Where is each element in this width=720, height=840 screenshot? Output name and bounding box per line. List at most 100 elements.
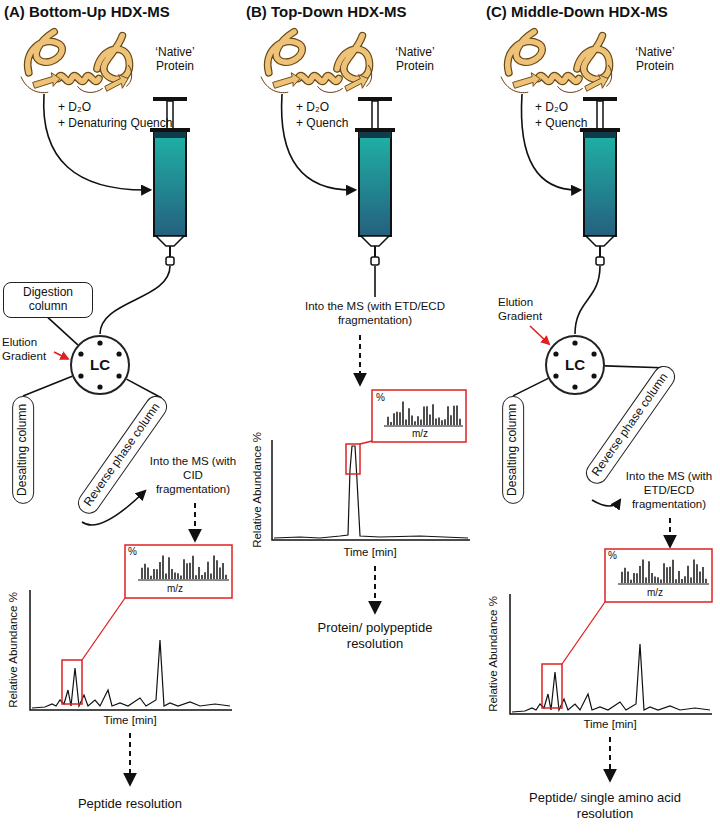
spectrum-bar	[390, 422, 392, 425]
spectrum-bar	[183, 559, 185, 579]
spectrum-bar	[423, 407, 425, 425]
spectrum-bar	[408, 408, 410, 425]
spectrum-bar	[399, 412, 401, 425]
valve-port	[78, 340, 596, 389]
resolution-label: Peptide/ single amino acid resolution	[515, 790, 695, 821]
tubing-line	[513, 378, 548, 396]
spectrum-bar	[207, 562, 209, 579]
spectrum-bar	[192, 556, 194, 579]
column-box: Desalting column	[502, 396, 524, 504]
lc-valve: LC	[545, 335, 605, 395]
spectrum-bar	[168, 557, 170, 579]
spectrum-bar	[174, 572, 176, 579]
spectrum-bar	[402, 401, 404, 425]
valve-port	[553, 373, 558, 378]
node-text: Desalting column	[16, 404, 30, 496]
chromatogram	[272, 390, 470, 540]
node-text: Reverse phase column	[589, 371, 671, 479]
valve-port	[553, 351, 558, 356]
spectrum-bar	[156, 569, 158, 579]
spectrum-bar	[441, 420, 443, 425]
spectrum-bar	[444, 419, 446, 425]
inset-axis: %	[376, 392, 385, 404]
axis-label: Relative Abundance %	[251, 432, 265, 548]
reagent-label: + Quench	[296, 116, 348, 130]
reagent-label: + D₂O	[296, 100, 329, 114]
spectrum-bar	[162, 555, 164, 579]
spectrum-bar	[216, 560, 218, 579]
spectrum-bar	[435, 419, 437, 425]
spectrum-bar	[417, 416, 419, 425]
column-box: Reverse phase column	[73, 392, 170, 518]
spectrum-bar	[414, 421, 416, 425]
spectrum-bar	[189, 563, 191, 579]
flow-arrow	[44, 94, 620, 525]
spectrum-bar	[222, 563, 224, 579]
valve-port	[572, 340, 577, 345]
spectrum-bar	[141, 568, 143, 579]
column-box: Desalting column	[12, 396, 34, 504]
spectrum-bar	[186, 563, 188, 579]
syringe	[150, 97, 620, 265]
column-box: Digestion column	[3, 282, 93, 318]
valve-port	[116, 351, 121, 356]
spectrum-bar	[387, 417, 389, 425]
node-text: LC	[90, 356, 110, 373]
spectrum-bar	[459, 419, 461, 425]
spectrum-bar	[144, 564, 146, 579]
node-text: LC	[565, 356, 585, 373]
axis-label: Time [min]	[95, 714, 165, 728]
lc-valve: LC	[70, 335, 130, 395]
resolution-label: Protein/ polypeptide resolution	[315, 620, 435, 651]
spectrum-bar	[180, 576, 182, 579]
spectrum-bar	[426, 406, 428, 425]
protein-label: ‘Native’ Protein	[140, 45, 210, 74]
tubing-line	[48, 318, 78, 345]
valve-port	[591, 373, 596, 378]
valve-port	[97, 340, 102, 345]
spectrum-bar	[177, 573, 179, 579]
inset-axis: m/z	[405, 428, 435, 440]
valve-port	[97, 384, 102, 389]
spectrum-bar	[159, 562, 161, 579]
inset-axis: %	[128, 546, 137, 558]
protein-ribbon	[21, 32, 612, 93]
spectrum-bar	[393, 413, 395, 425]
column-box: Reverse phase column	[581, 362, 678, 488]
spectrum-bar	[165, 573, 167, 579]
spectrum-bar	[432, 404, 434, 425]
spectrum-bar	[198, 567, 200, 579]
spectrum-bar	[405, 420, 407, 425]
spectrum-bar	[411, 416, 413, 425]
spectrum-bar	[453, 406, 455, 425]
resolution-label: Peptide resolution	[60, 796, 200, 812]
panel-title: (C) Middle-Down HDX-MS	[486, 3, 668, 21]
spectrum-bar	[450, 415, 452, 425]
spectrum-bar	[210, 574, 212, 579]
node-text: Desalting column	[506, 404, 520, 496]
valve-port	[78, 373, 83, 378]
inset-axis: m/z	[640, 587, 670, 599]
spectrum-bar	[219, 567, 221, 579]
valve-port	[78, 351, 83, 356]
spectrum-bar	[213, 555, 215, 579]
spectrum-bar	[153, 569, 155, 579]
spectrum-bar	[438, 418, 440, 425]
protein-label: ‘Native’ Protein	[620, 45, 690, 74]
spectrum-bar	[204, 572, 206, 579]
spectrum-bar	[147, 568, 149, 579]
axis-label: Time [min]	[575, 718, 645, 732]
ms-label: Into the MS (with ETD/ECD fragmentation)	[300, 300, 450, 328]
spectrum-bar	[195, 575, 197, 579]
panel-title: (A) Bottom-Up HDX-MS	[4, 3, 170, 21]
spectrum-bar	[456, 405, 458, 425]
inset-axis: %	[608, 550, 617, 562]
panel-title: (B) Top-Down HDX-MS	[246, 3, 407, 21]
reagent-label: + Quench	[535, 116, 587, 130]
protein-label: ‘Native’ Protein	[380, 45, 450, 74]
spectrum-bar	[429, 415, 431, 425]
chromatogram	[30, 545, 232, 710]
ms-label: Into the MS (with ETD/ECD fragmentation)	[623, 470, 715, 511]
valve-port	[116, 373, 121, 378]
